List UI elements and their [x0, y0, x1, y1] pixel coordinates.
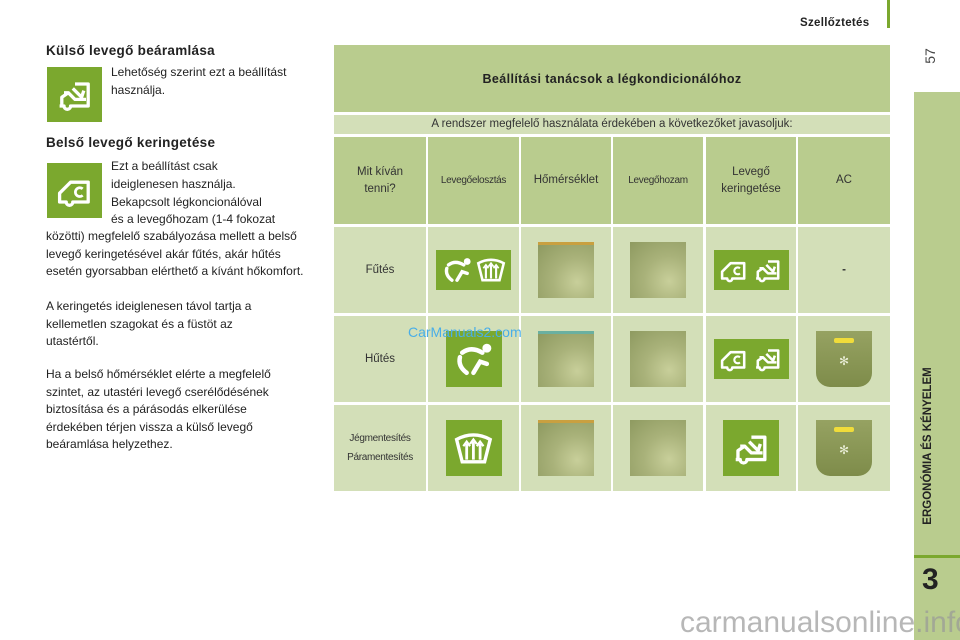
- chapter-divider: [914, 555, 960, 558]
- defrost-airflow: [613, 405, 703, 491]
- defrost-temperature: [521, 405, 611, 491]
- demist-label: Páramentesítés: [347, 452, 413, 463]
- cooling-ac: ✻: [798, 316, 890, 402]
- fresh-air-icon: [723, 420, 779, 476]
- recirc-text-2c: közötti) megfelelő szabályozása mellett …: [46, 229, 304, 278]
- defrost-ac: ✻: [798, 405, 890, 491]
- recirc-title: Belső levegő keringetése: [46, 135, 216, 150]
- table-title: Beállítási tanácsok a légkondicionálóhoz: [334, 45, 890, 112]
- fan-speed-dial-icon: [630, 242, 686, 298]
- heating-ac: -: [798, 227, 890, 313]
- fan-speed-dial-icon: [630, 420, 686, 476]
- recirc-fresh-icon: [713, 250, 789, 290]
- temperature-dial-hot-icon: [538, 420, 594, 476]
- ac-button-on-icon: ✻: [816, 331, 872, 387]
- cooling-distribution: [428, 316, 519, 402]
- recirc-text-1: Ezt a beállítást csak ideiglenesen haszn…: [111, 159, 236, 191]
- defrost-recirculation: [706, 405, 796, 491]
- col-header-recirculation: Levegő keringetése: [706, 137, 796, 224]
- chapter-tab: [914, 92, 960, 640]
- heating-airflow: [613, 227, 703, 313]
- recirc-text-3: A keringetés ideiglenesen távol tartja a…: [46, 299, 252, 348]
- row-label-heating: Fűtés: [334, 227, 426, 313]
- col-header-airflow: Levegőhozam: [613, 137, 703, 224]
- chapter-number: 3: [922, 563, 939, 596]
- cooling-temperature: [521, 316, 611, 402]
- row-label-cooling: Hűtés: [334, 316, 426, 402]
- page-number: 57: [921, 48, 938, 64]
- recirc-icon: [47, 163, 102, 218]
- section-title: Szellőztetés: [800, 17, 870, 29]
- ac-button-on-icon: ✻: [816, 420, 872, 476]
- col-header-distribution: Levegőelosztás: [428, 137, 519, 224]
- distribution-face-icon: [445, 331, 502, 387]
- recirc-text-4: Ha a belső hőmérséklet elérte a megfelel…: [46, 367, 271, 451]
- windscreen-defrost-icon: [445, 420, 502, 476]
- col-header-temperature: Hőmérséklet: [521, 137, 611, 224]
- temperature-dial-hot-icon: [538, 242, 594, 298]
- heating-temperature: [521, 227, 611, 313]
- distribution-feet-windscreen-icon: [436, 250, 511, 290]
- outside-air-text: Lehetőség szerint ezt a beállítást haszn…: [111, 65, 287, 97]
- recirc-text-2b: és a levegőhozam (1-4 fokozat: [111, 212, 276, 226]
- chapter-title: ERGONÓMIA ÉS KÉNYELEM: [922, 367, 934, 525]
- recirc-text-2a: Bekapcsolt légkoncionálóval: [111, 195, 262, 209]
- watermark-carmanualsonline: carmanualsonline.info: [680, 606, 960, 639]
- defrost-distribution: [428, 405, 519, 491]
- outside-air-icon: [47, 67, 102, 122]
- recirc-fresh-icon: [713, 339, 789, 379]
- temperature-dial-cold-icon: [538, 331, 594, 387]
- header-accent-bar: [887, 0, 890, 28]
- col-header-goal: Mit kíván tenni?: [334, 137, 426, 224]
- cooling-airflow: [613, 316, 703, 402]
- table-subtitle: A rendszer megfelelő használata érdekébe…: [334, 115, 890, 134]
- outside-air-title: Külső levegő beáramlása: [46, 43, 215, 58]
- fan-speed-dial-icon: [630, 331, 686, 387]
- watermark-carmanuals2: CarManuals2.com: [408, 324, 522, 340]
- col-header-ac: AC: [798, 137, 890, 224]
- heating-distribution: [428, 227, 519, 313]
- heating-recirculation: [706, 227, 796, 313]
- defrost-label: Jégmentesítés: [349, 433, 411, 444]
- cooling-recirculation: [706, 316, 796, 402]
